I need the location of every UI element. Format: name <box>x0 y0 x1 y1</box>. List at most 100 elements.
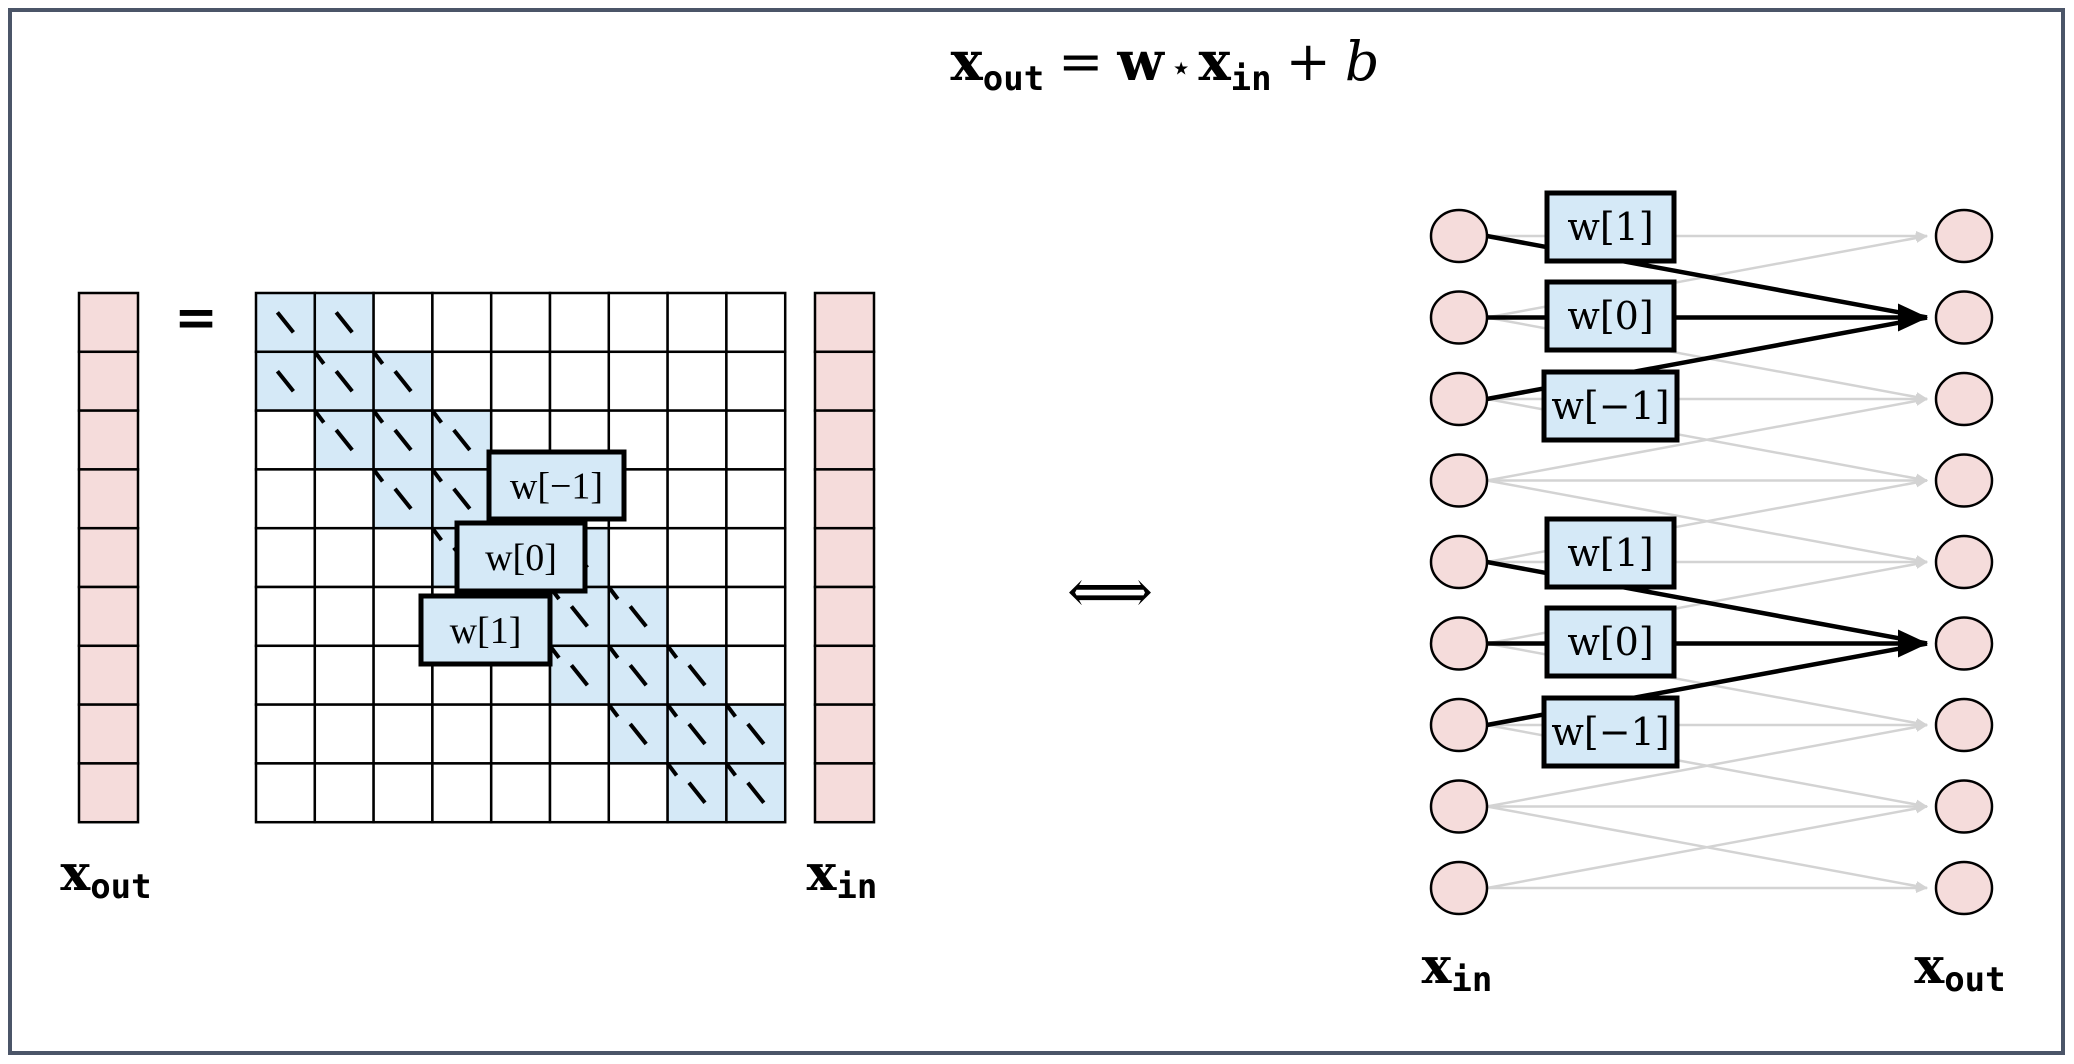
xout-vector-cell <box>77 350 140 412</box>
xout-vector-cell <box>77 409 140 471</box>
matrix-cell <box>607 291 669 354</box>
diagonal-dash <box>393 428 413 452</box>
input-node <box>1429 453 1489 508</box>
diagonal-dash <box>430 468 443 483</box>
diagonal-dash <box>334 369 354 393</box>
xout-vector-cell <box>77 526 140 589</box>
matrix-cell <box>489 762 552 824</box>
kernel-box <box>1544 605 1677 679</box>
matrix-cell <box>313 468 375 530</box>
output-node <box>1934 453 1994 508</box>
matrix-cell <box>254 409 317 471</box>
matrix-cell <box>313 644 375 706</box>
diagonal-dash <box>628 722 648 746</box>
xin-vector-cell <box>813 291 876 354</box>
matrix-cell <box>725 526 787 589</box>
matrix-cell <box>254 644 317 706</box>
equivalence-symbol: ⟺ <box>1067 557 1153 627</box>
kernel-box <box>1541 695 1680 769</box>
matrix-cell <box>548 350 611 412</box>
diagonal-dash <box>275 311 295 334</box>
matrix-cell <box>666 468 728 530</box>
equation: xout=w⋆xin+b <box>951 29 1380 99</box>
matrix-cell <box>431 291 493 354</box>
diagonal-dash <box>313 350 326 365</box>
diagonal-dash <box>665 644 679 659</box>
input-node <box>1429 860 1489 916</box>
input-node <box>1429 534 1489 590</box>
matrix-cell <box>725 291 787 354</box>
diagonal-dash <box>607 585 620 601</box>
matrix-cell <box>548 762 611 824</box>
kernel-label: w[0] <box>1567 294 1653 338</box>
matrix-cell <box>607 526 669 589</box>
input-node <box>1429 290 1489 345</box>
diagonal-dash <box>393 487 413 511</box>
diagonal-dash <box>430 527 443 542</box>
diagonal-dash <box>607 644 620 659</box>
matrix-cell <box>489 291 552 354</box>
kernel-label: w[1] <box>1567 531 1653 575</box>
matrix-cell <box>725 468 787 530</box>
diagonal-dash <box>687 781 707 805</box>
diagonal-dash <box>372 350 385 365</box>
matrix-cell <box>313 585 375 648</box>
diagonal-dash <box>275 369 295 393</box>
matrix-cell <box>313 526 375 589</box>
matrix-view: w[−1]w[0]w[1] <box>77 291 876 824</box>
xin-vector-cell <box>813 762 876 824</box>
matrix-cell <box>548 703 611 765</box>
input-node <box>1429 779 1489 834</box>
graph-view: w[1]w[0]w[−1]w[1]w[0]w[−1] <box>1429 190 1994 916</box>
gray-edge <box>1486 805 1928 891</box>
input-node <box>1429 616 1489 671</box>
diagonal-dash <box>430 409 443 424</box>
kernel-box <box>1544 516 1677 590</box>
output-node <box>1934 616 1994 671</box>
kernel-label: w[1] <box>450 610 522 652</box>
kernel-box <box>1544 190 1677 264</box>
xout-vector-cell <box>77 762 140 824</box>
xin-vector-cell <box>813 409 876 471</box>
xout-vector-cell <box>77 703 140 765</box>
diagonal-dash <box>746 722 766 746</box>
diagonal-dash <box>628 605 648 628</box>
output-node <box>1934 290 1994 345</box>
kernel-label: w[−1] <box>1551 710 1669 754</box>
graph-xout-label: xout <box>1914 936 2005 1000</box>
matrix-cell <box>725 409 787 471</box>
diagonal-dash <box>334 311 354 334</box>
kernel-box <box>418 593 553 667</box>
matrix-cell <box>254 762 317 824</box>
xin-vector-cell <box>813 703 876 765</box>
xout-label: xout <box>60 843 151 907</box>
diagonal-dash <box>687 722 707 746</box>
diagonal-dash <box>665 703 679 718</box>
matrix-cell <box>489 350 552 412</box>
kernel-box <box>1541 369 1680 443</box>
diagonal-dash <box>452 487 472 511</box>
matrix-cell <box>666 409 728 471</box>
diagonal-dash <box>628 663 648 687</box>
matrix-cell <box>607 762 669 824</box>
input-node <box>1429 208 1489 264</box>
matrix-cell <box>254 703 317 765</box>
matrix-cell <box>254 585 317 648</box>
diagonal-dash <box>452 428 472 452</box>
matrix-cell <box>372 703 434 765</box>
diagonal-dash <box>313 409 326 424</box>
matrix-cell <box>666 526 728 589</box>
diagonal-dash <box>372 468 385 483</box>
diagonal-dash <box>607 703 620 718</box>
kernel-label: w[−1] <box>1551 384 1669 428</box>
diagonal-dash <box>687 663 707 687</box>
xout-vector-cell <box>77 644 140 706</box>
matrix-cell <box>254 526 317 589</box>
matrix-cell <box>725 585 787 648</box>
matrix-cell <box>725 644 787 706</box>
diagonal-dash <box>569 663 589 687</box>
xin-label: xin <box>807 843 878 907</box>
kernel-label: w[1] <box>1567 205 1653 249</box>
kernel-box <box>1544 279 1677 353</box>
